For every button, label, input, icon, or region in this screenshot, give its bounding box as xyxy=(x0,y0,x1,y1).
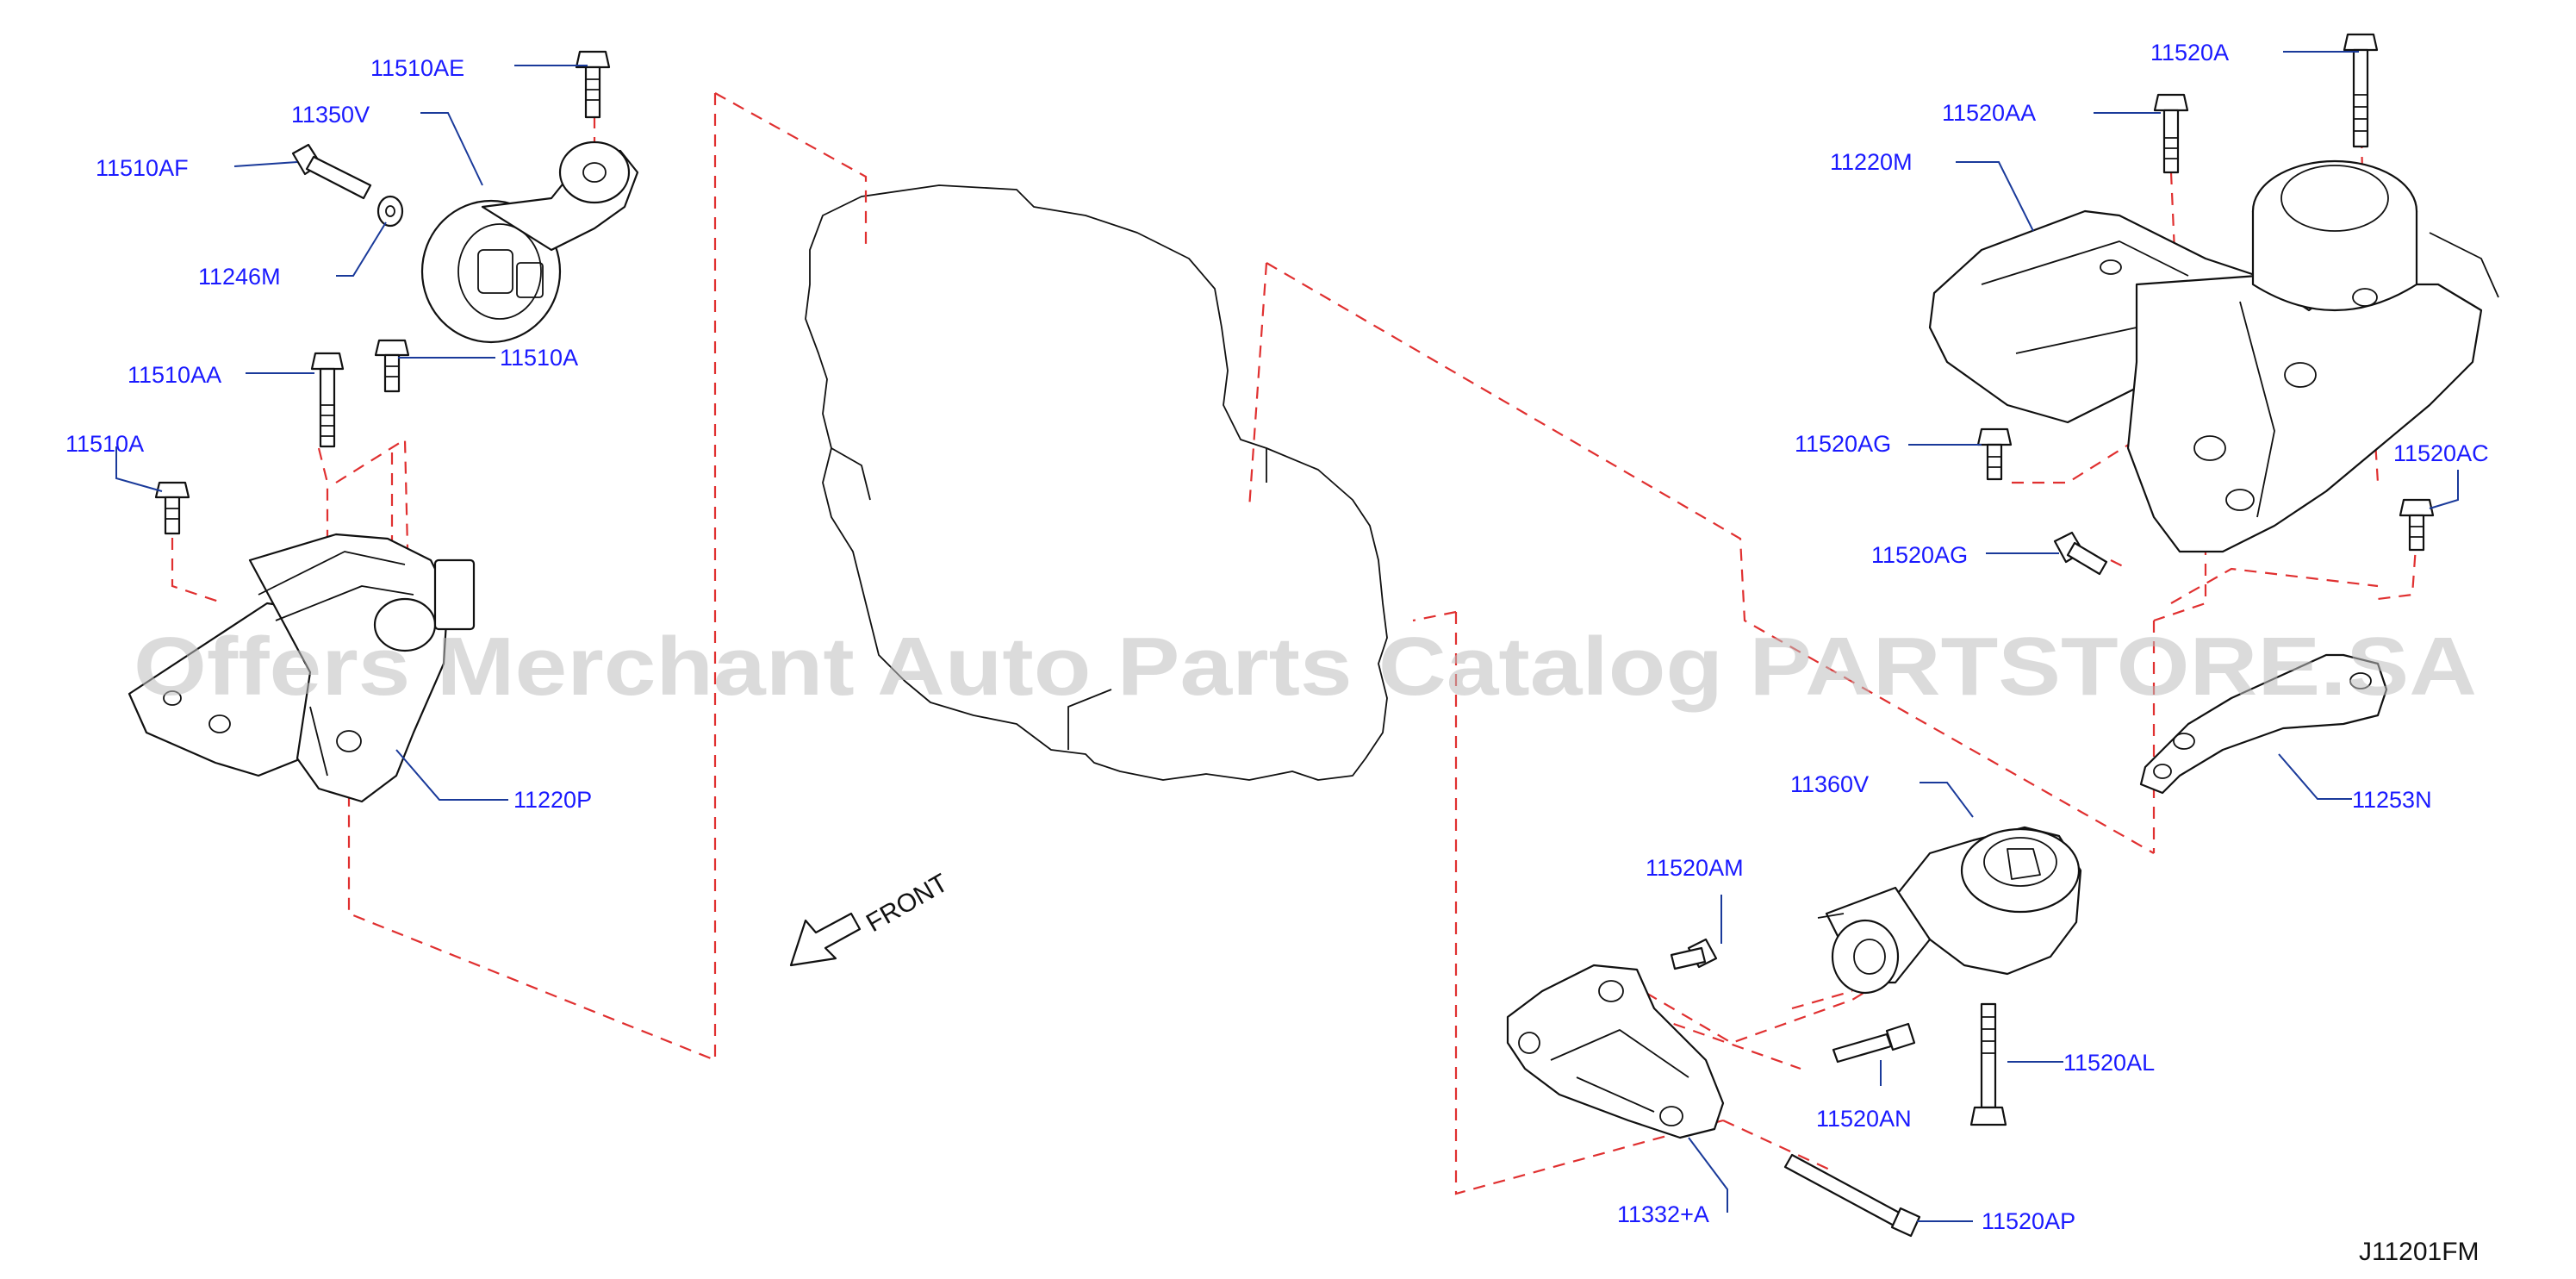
bolt-11520am xyxy=(1670,938,1718,970)
label-11520ag-upper[interactable]: 11520AG xyxy=(1795,431,1891,457)
watermark: Offers Merchant Auto Parts Catalog PARTS… xyxy=(134,621,2477,713)
bolt-11520ag-upper xyxy=(1976,427,2013,481)
bolt-11510ae xyxy=(575,50,611,119)
label-11332a[interactable]: 11332+A xyxy=(1617,1201,1709,1227)
label-11520ac[interactable]: 11520AC xyxy=(2393,440,2489,466)
bolt-11520ag-lower xyxy=(2053,531,2108,576)
torque-rod-11360v xyxy=(1817,826,2082,995)
label-11520am[interactable]: 11520AM xyxy=(1646,855,1744,881)
front-label: FRONT xyxy=(862,869,953,938)
bolt-11510af xyxy=(291,143,372,200)
bolt-11520an xyxy=(1832,1022,1916,1064)
label-11360v[interactable]: 11360V xyxy=(1790,771,1869,797)
bolt-11520a xyxy=(2343,33,2379,148)
bracket-11332a xyxy=(1506,964,1725,1139)
label-11246m[interactable]: 11246M xyxy=(198,264,281,290)
washer-11246m xyxy=(376,195,404,228)
label-11520a[interactable]: 11520A xyxy=(2150,40,2229,66)
part-labels: 11510AE 11350V 11510AF 11246M 11510AA 11… xyxy=(65,40,2489,1234)
bolt-11510aa xyxy=(310,352,345,448)
bracket-11253n xyxy=(2139,653,2388,795)
reference-code: J11201FM xyxy=(2359,1238,2480,1266)
front-arrow: FRONT xyxy=(789,869,953,967)
engine-mount-11220p xyxy=(128,533,476,803)
label-11520ag-lower[interactable]: 11520AG xyxy=(1871,542,1968,568)
bolt-11510a-upper xyxy=(374,339,410,393)
label-11520al[interactable]: 11520AL xyxy=(2063,1050,2155,1076)
label-11253n[interactable]: 11253N xyxy=(2352,787,2432,813)
label-11510a-upper[interactable]: 11510A xyxy=(500,345,578,371)
label-11510aa[interactable]: 11510AA xyxy=(128,362,221,388)
label-11520aa[interactable]: 11520AA xyxy=(1942,100,2036,126)
engine-mount-11220m xyxy=(1928,159,2499,553)
label-11220p[interactable]: 11220P xyxy=(513,787,592,813)
torque-rod-11350v xyxy=(420,140,639,344)
bolt-11520aa xyxy=(2153,93,2189,174)
label-11510a-left[interactable]: 11510A xyxy=(65,431,144,457)
label-11520ap[interactable]: 11520AP xyxy=(1982,1208,2075,1234)
leader-lines xyxy=(115,51,2459,1222)
bolt-11520ac xyxy=(2399,498,2435,552)
label-11510af[interactable]: 11510AF xyxy=(96,155,189,181)
label-11220m[interactable]: 11220M xyxy=(1830,149,1913,175)
label-11520an[interactable]: 11520AN xyxy=(1816,1106,1912,1132)
engine-outline xyxy=(805,184,1388,781)
label-11510ae[interactable]: 11510AE xyxy=(370,55,464,81)
label-11350v[interactable]: 11350V xyxy=(291,102,370,128)
bolt-11520ap xyxy=(1783,1153,1921,1238)
bolt-11520al xyxy=(1969,1002,2007,1126)
bolt-11510a-left xyxy=(154,481,190,535)
